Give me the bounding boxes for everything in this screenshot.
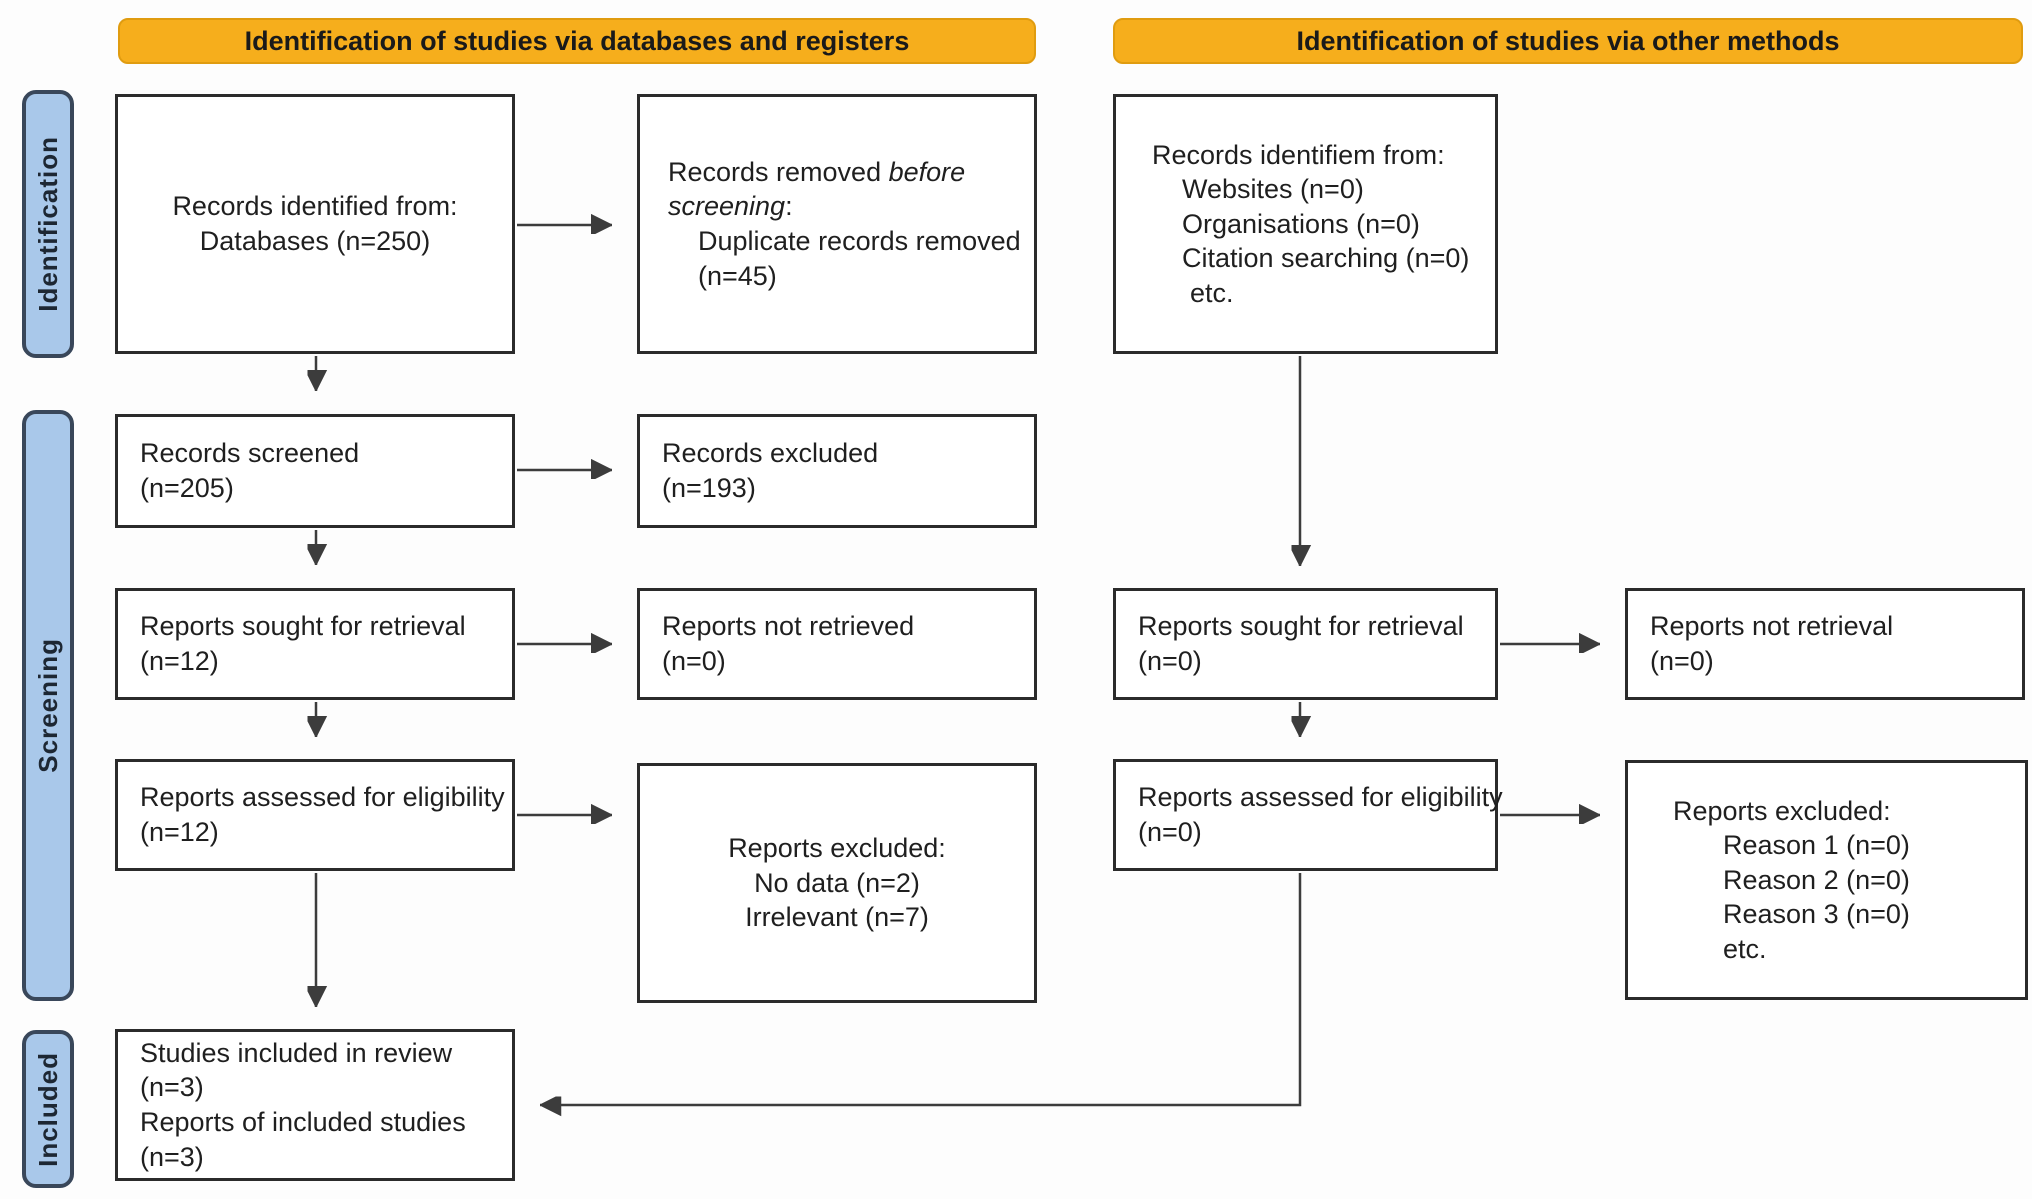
box-line: (n=193): [662, 473, 756, 503]
stage-label-screening: Screening: [22, 410, 74, 1001]
stage-label-included: Included: [22, 1030, 74, 1188]
banner-label: Identification of studies via other meth…: [1296, 25, 1840, 56]
box-reports-sought-db: Reports sought for retrieval (n=12): [115, 588, 515, 700]
box-records-identified: Records identified from: Databases (n=25…: [115, 94, 515, 354]
box-line: Reports assessed for eligibility: [140, 782, 505, 813]
banner-databases-registers: Identification of studies via databases …: [118, 18, 1036, 64]
box-line: Records screened: [140, 438, 360, 469]
box-reports-assessed-db: Reports assessed for eligibility (n=12): [115, 759, 515, 871]
box-line: Websites (n=0): [1182, 174, 1364, 205]
box-line: (n=3): [140, 1141, 204, 1172]
box-line: etc.: [1190, 277, 1234, 308]
box-line: Reports not retrieved: [662, 611, 915, 642]
box-reports-excluded-other: Reports excluded: Reason 1 (n=0) Reason …: [1625, 760, 2028, 1000]
box-reports-sought-other: Reports sought for retrieval (n=0): [1113, 588, 1498, 700]
box-line: Reports not retrieval: [1650, 611, 1894, 642]
box-line: Studies included in review: [140, 1037, 453, 1068]
box-line: (n=12): [140, 817, 219, 847]
box-reports-excluded-db: Reports excluded: No data (n=2) Irreleva…: [637, 763, 1037, 1003]
box-line: (n=0): [1138, 646, 1202, 676]
box-line: Duplicate records removed: [698, 226, 1021, 256]
box-line: No data (n=2): [754, 867, 920, 898]
box-line: Reports sought for retrieval: [1138, 611, 1464, 642]
box-reports-not-retrieved-db: Reports not retrieved (n=0): [637, 588, 1037, 700]
box-records-identified-other: Records identifiem from: Websites (n=0) …: [1113, 94, 1498, 354]
box-line: Organisations (n=0): [1182, 208, 1420, 239]
box-line: (n=0): [1138, 817, 1202, 847]
box-studies-included: Studies included in review (n=3) Reports…: [115, 1029, 515, 1181]
box-line: (n=3): [140, 1072, 204, 1103]
box-line: (n=205): [140, 473, 234, 503]
box-reports-assessed-other: Reports assessed for eligibility (n=0): [1113, 759, 1503, 871]
box-line: (n=12): [140, 646, 219, 676]
box-line: Records excluded: [662, 438, 879, 469]
box-line: Reports assessed for eligibility: [1138, 782, 1503, 813]
banner-other-methods: Identification of studies via other meth…: [1113, 18, 2023, 64]
box-line: Reason 3 (n=0): [1723, 899, 1910, 930]
box-line: Reason 2 (n=0): [1723, 864, 1910, 895]
box-line: Reason 1 (n=0): [1723, 830, 1910, 861]
box-line: Reports sought for retrieval: [140, 611, 466, 642]
box-line: (n=0): [662, 646, 726, 676]
box-line: Irrelevant (n=7): [745, 902, 929, 933]
box-records-excluded: Records excluded (n=193): [637, 414, 1037, 528]
box-line: Reports excluded:: [1673, 795, 1891, 826]
box-line: (n=45): [698, 260, 777, 291]
box-line: Databases (n=250): [199, 226, 431, 256]
box-records-screened: Records screened (n=205): [115, 414, 515, 528]
box-line: Citation searching (n=0): [1182, 243, 1470, 274]
box-reports-not-retrieved-other: Reports not retrieval (n=0): [1625, 588, 2025, 700]
box-records-removed: Records removed before screening: Duplic…: [637, 94, 1037, 354]
box-line: Reports excluded:: [728, 833, 946, 864]
box-line: Reports of included studies: [140, 1107, 466, 1137]
box-line: Records identifiem from:: [1152, 139, 1445, 170]
banner-label: Identification of studies via databases …: [244, 25, 910, 56]
box-line: Records removed before screening:: [668, 156, 966, 222]
box-line: (n=0): [1650, 646, 1714, 676]
box-line: etc.: [1723, 933, 1767, 964]
stage-label-identification: Identification: [22, 90, 74, 358]
box-line: Records identified from:: [172, 191, 458, 222]
